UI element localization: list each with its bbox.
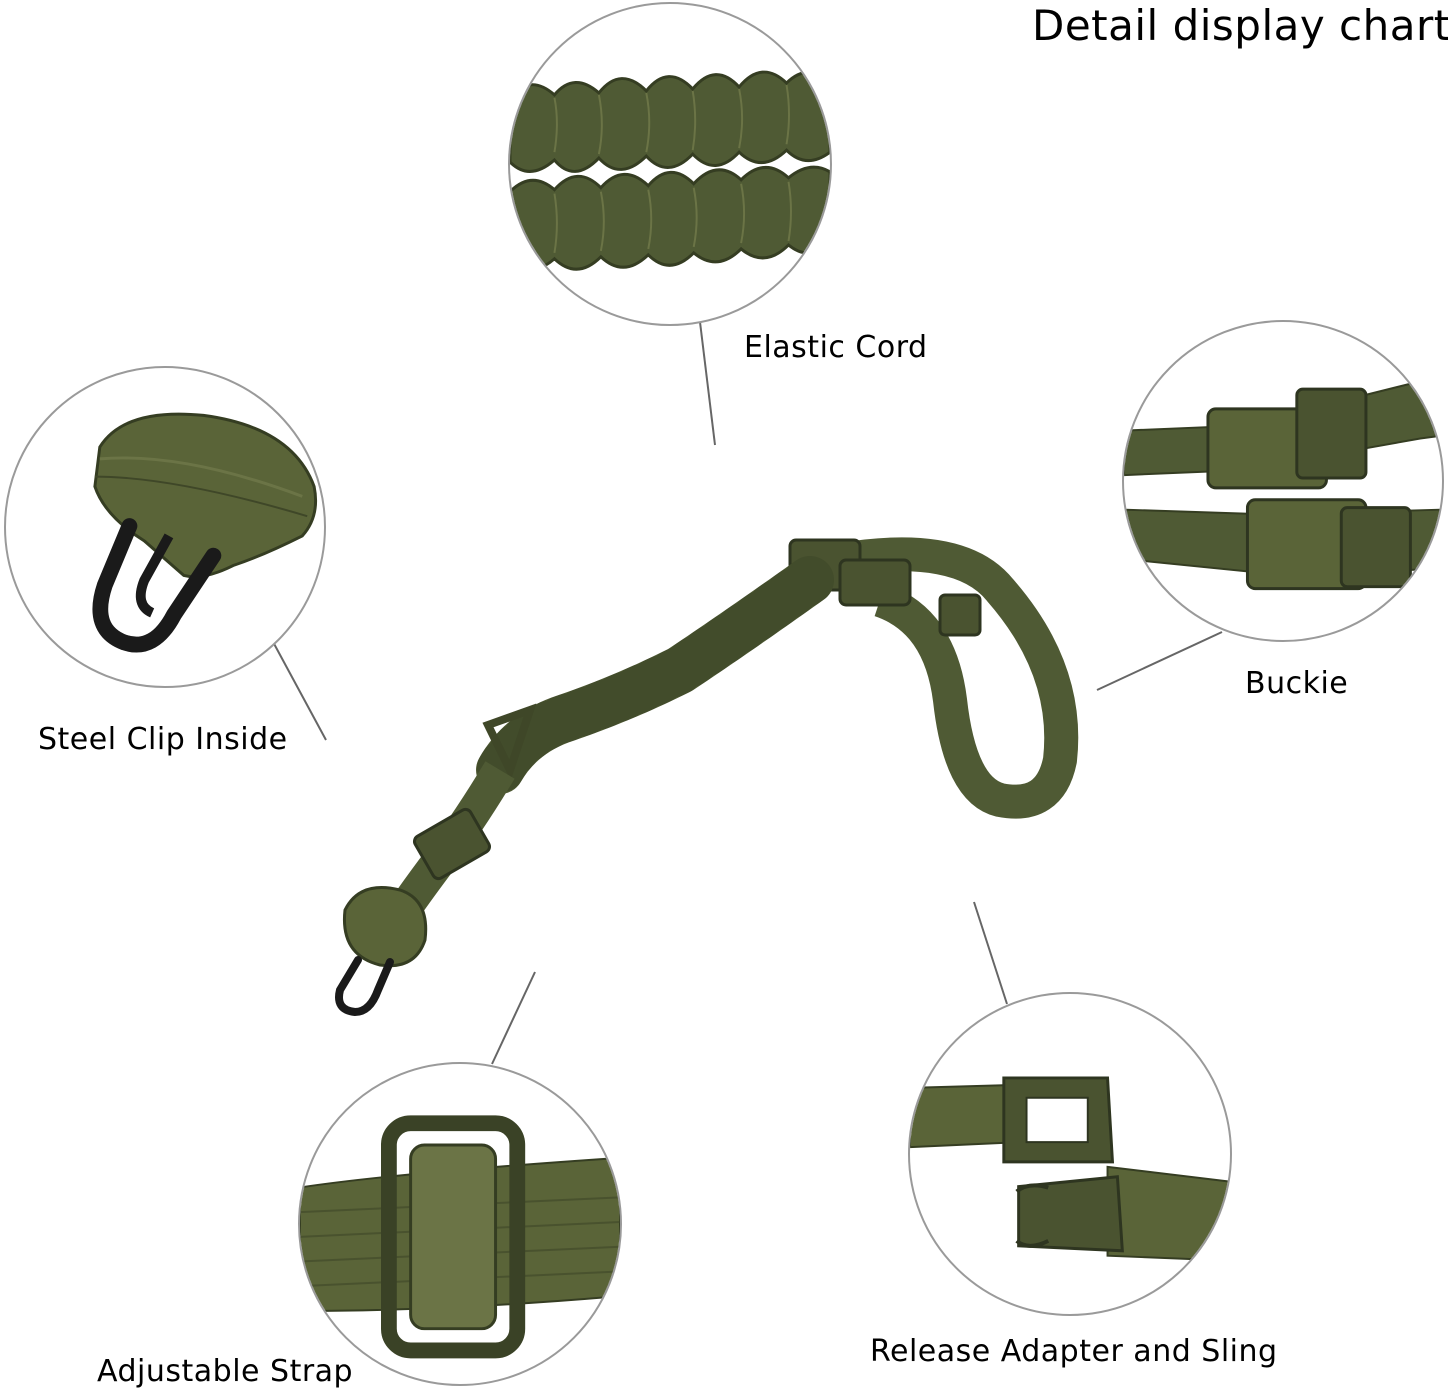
- elastic-cord-image: [510, 70, 830, 272]
- elastic-cord-label: Elastic Cord: [744, 330, 928, 365]
- buckle-detail: [1122, 320, 1444, 642]
- elastic-cord-detail: [508, 2, 832, 326]
- page-title: Detail display chart: [1032, 1, 1448, 50]
- steel-clip-detail: [4, 366, 326, 688]
- release-adapter-detail: [908, 992, 1232, 1316]
- adjustable-strap-image: [300, 1115, 620, 1359]
- release-adapter-image: [910, 1076, 1230, 1262]
- release-adapter-label: Release Adapter and Sling: [870, 1334, 1278, 1369]
- leader-buckle: [1096, 631, 1223, 691]
- sling-product-image: [320, 500, 1080, 1020]
- buckle-label: Buckie: [1245, 666, 1349, 701]
- adjustable-strap-label: Adjustable Strap: [97, 1354, 354, 1389]
- sling-image: [335, 537, 1079, 1017]
- steel-clip-image: [92, 412, 318, 653]
- adjustable-strap-detail: [298, 1062, 622, 1386]
- steel-clip-label: Steel Clip Inside: [38, 722, 288, 757]
- leader-elastic-cord: [699, 321, 716, 446]
- buckle-image: [1124, 380, 1442, 591]
